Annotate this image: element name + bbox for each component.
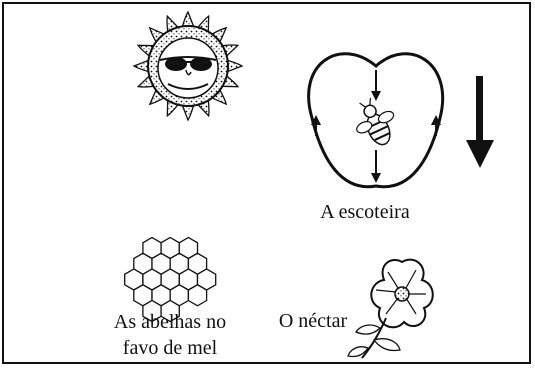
sun-ray <box>182 12 193 26</box>
sun-with-sunglasses-icon <box>134 12 242 120</box>
bees-label-line1: As abelhas no <box>100 310 240 334</box>
nectar-label: O néctar <box>268 309 358 333</box>
scout-label: A escoteira <box>305 200 425 224</box>
sun-ray <box>182 106 193 120</box>
scout-dance-cycle <box>309 54 443 187</box>
honeycomb-cell <box>188 285 206 306</box>
sun-ray <box>134 60 148 71</box>
honeycomb-icon <box>125 238 216 322</box>
flower-icon <box>348 260 433 358</box>
bee-icon <box>347 92 404 152</box>
bees-label-line2: favo de mel <box>100 336 240 360</box>
sun-ray <box>228 60 242 71</box>
down-arrow-icon <box>466 76 494 168</box>
